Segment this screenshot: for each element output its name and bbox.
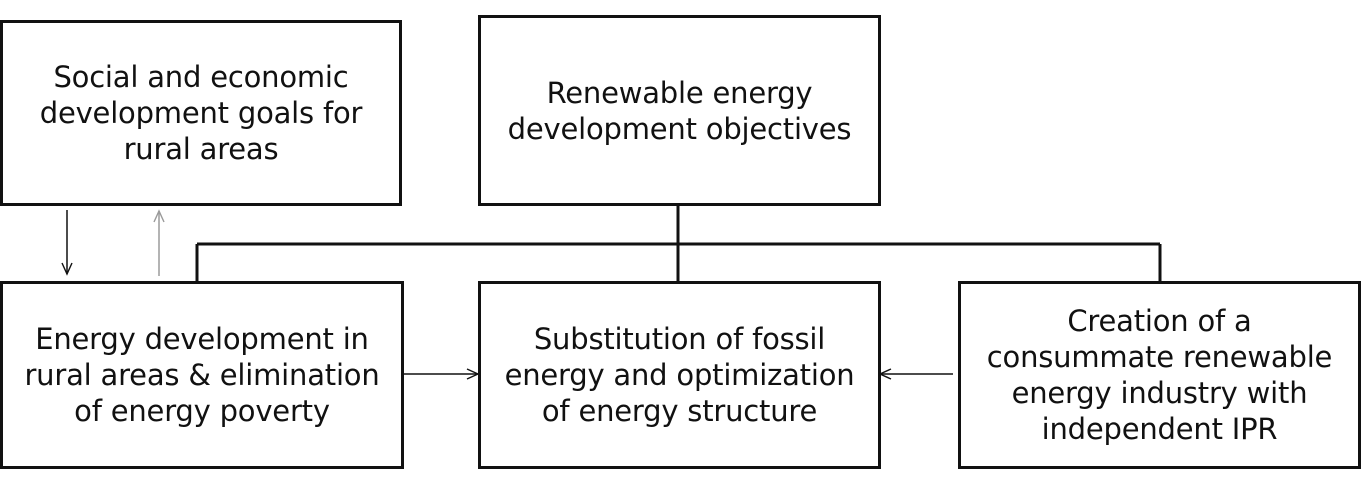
node-renewable-objectives-label: Renewable energy development objectives: [507, 75, 852, 146]
node-substitution: Substitution of fossil energy and optimi…: [478, 281, 881, 469]
node-industry-label: Creation of a consummate renewable energ…: [986, 304, 1333, 446]
node-industry: Creation of a consummate renewable energ…: [958, 281, 1361, 469]
node-rural-energy: Energy development in rural areas & elim…: [0, 281, 404, 469]
node-renewable-objectives: Renewable energy development objectives: [478, 15, 881, 206]
node-rural-energy-label: Energy development in rural areas & elim…: [24, 322, 380, 428]
node-substitution-label: Substitution of fossil energy and optimi…: [504, 322, 855, 428]
node-social-goals: Social and economic development goals fo…: [0, 20, 402, 206]
node-social-goals-label: Social and economic development goals fo…: [39, 60, 363, 166]
